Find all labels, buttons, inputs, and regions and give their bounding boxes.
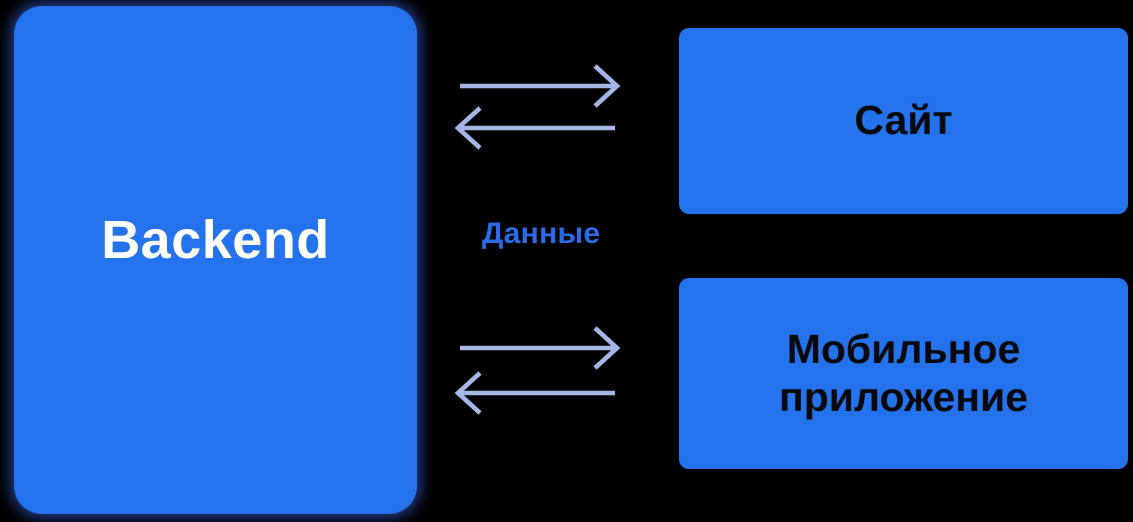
arrow-right-icon: [460, 326, 621, 370]
arrow-left-icon: [454, 106, 615, 150]
data-flow-label: Данные: [482, 217, 601, 250]
mobile-app-node: Мобильное приложение: [679, 278, 1128, 469]
mobile-app-label-line2: приложение: [778, 373, 1029, 420]
site-node: Сайт: [679, 28, 1128, 214]
arrow-right-icon: [460, 64, 621, 108]
backend-mobile-arrows: [454, 326, 621, 415]
mobile-app-label-line1: Мобильное: [786, 325, 1021, 372]
mobile-app-node-label: Мобильное приложение: [779, 326, 1028, 422]
backend-node-label: Backend: [101, 210, 330, 270]
backend-site-arrows: [454, 64, 621, 150]
site-node-label: Сайт: [854, 97, 953, 144]
backend-node: Backend: [14, 6, 417, 514]
arrow-left-icon: [454, 371, 615, 415]
